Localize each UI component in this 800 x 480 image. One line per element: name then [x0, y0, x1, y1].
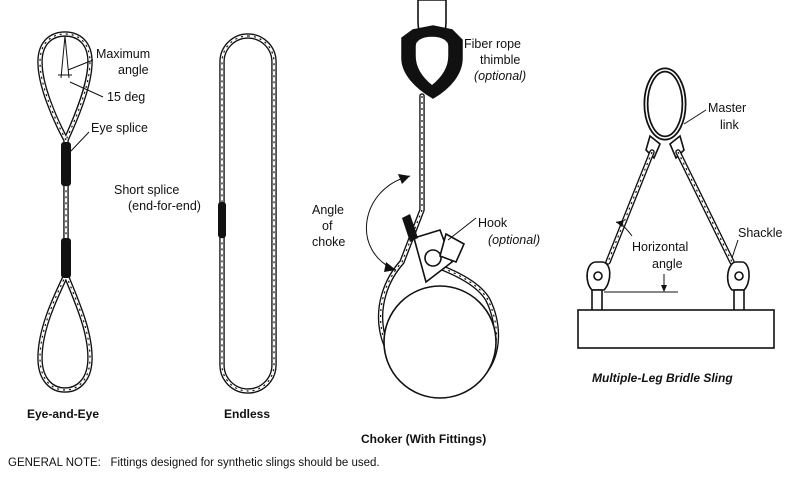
fiber-rope-label-3: (optional): [474, 69, 526, 83]
horizontal-angle-label-2: angle: [652, 257, 683, 271]
master-link-label-1: Master: [708, 101, 746, 115]
endless-rope: [219, 33, 277, 394]
eye-splice-leader: [69, 131, 90, 153]
choker-pin: [402, 214, 418, 242]
shackle-left: [586, 261, 611, 317]
angle-of-choke-label-1: Angle: [312, 203, 344, 217]
choker-sling: Fiber rope thimble (optional) Angle of c…: [312, 0, 540, 446]
bridle-load: [577, 309, 775, 349]
angle-of-choke-label-2: of: [322, 219, 333, 233]
eye-splice-label: Eye splice: [91, 121, 148, 135]
short-splice-label-2: (end-for-end): [128, 199, 201, 213]
horizontal-angle-label-1: Horizontal: [632, 240, 688, 254]
hook-label-1: Hook: [478, 216, 508, 230]
maximum-angle-leader: [67, 59, 94, 71]
eye-splice-upper: [61, 142, 71, 186]
endless-caption: Endless: [224, 407, 270, 421]
shackle-label: Shackle: [738, 226, 783, 240]
15-deg-label: 15 deg: [107, 90, 145, 104]
eye-splice-lower: [61, 238, 71, 278]
15-deg-leader: [69, 81, 104, 98]
bridle-caption: Multiple-Leg Bridle Sling: [592, 371, 733, 385]
master-link-label-2: link: [720, 118, 740, 132]
shackle-right: [726, 261, 750, 317]
short-splice-label-1: Short splice: [114, 183, 179, 197]
fiber-rope-label-2: thimble: [480, 53, 520, 67]
eye-and-eye-sling: Maximum angle 15 deg Eye splice Eye-and-…: [27, 31, 150, 421]
fiber-rope-label-1: Fiber rope: [464, 37, 521, 51]
bridle-sling: Master link Shackle Horizontal angle Mul…: [577, 67, 783, 385]
general-note: GENERAL NOTE: Fittings designed for synt…: [8, 457, 380, 469]
eye-and-eye-caption: Eye-and-Eye: [27, 407, 99, 421]
maximum-angle-label-1: Maximum: [96, 47, 150, 61]
maximum-angle-label-2: angle: [118, 63, 149, 77]
choker-caption: Choker (With Fittings): [361, 432, 486, 446]
hook-label-2: (optional): [488, 233, 540, 247]
choker-load: [383, 285, 497, 399]
angle-of-choke-arc: [366, 175, 411, 271]
endless-sling: Short splice (end-for-end) Endless: [114, 33, 277, 421]
angle-of-choke-label-3: choke: [312, 235, 345, 249]
choker-hook: [413, 229, 466, 284]
short-splice: [218, 202, 226, 238]
